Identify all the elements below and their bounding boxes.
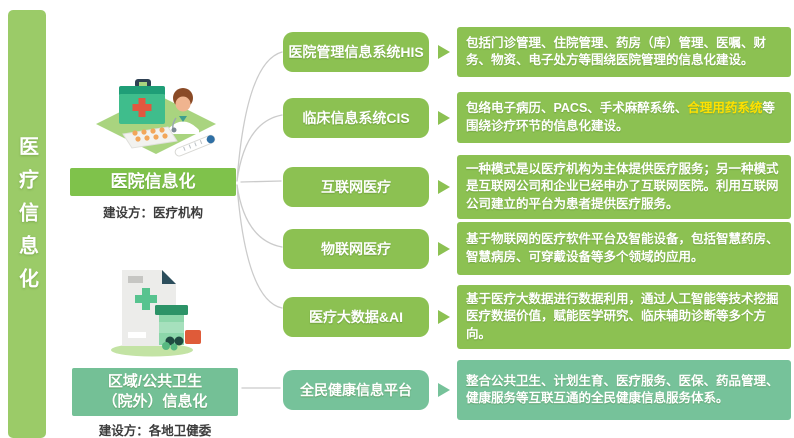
description-text: 包括门诊管理、住院管理、药房（库）管理、医嘱、财务、物资、电子处方等围绕医院管理…: [466, 35, 767, 67]
arrow-right-icon: [438, 45, 450, 59]
category-box: 临床信息系统CIS: [283, 97, 429, 138]
row-cis: 临床信息系统CIS 包络电子病历、PACS、手术麻醉系统、合理用药系统等围绕诊疗…: [283, 92, 791, 143]
row-iot-medical: 物联网医疗 基于物联网的医疗软件平台及智能设备，包括智慧药房、智慧病房、可穿戴设…: [283, 222, 791, 275]
description-box: 包络电子病历、PACS、手术麻醉系统、合理用药系统等围绕诊疗环节的信息化建设。: [457, 92, 791, 143]
node-builder-caption: 建设方：各地卫健委: [98, 424, 212, 438]
description-box: 基于物联网的医疗软件平台及智能设备，包括智慧药房、智慧病房、可穿戴设备等多个领域…: [457, 222, 791, 275]
description-text: 包络电子病历、PACS、手术麻醉系统、合理用药系统等围绕诊疗环节的信息化建设。: [466, 101, 775, 133]
description-box: 基于医疗大数据进行数据利用，通过人工智能等技术挖掘医疗数据价值，赋能医学研究、临…: [457, 285, 791, 349]
row-his: 医院管理信息系统HIS 包括门诊管理、住院管理、药房（库）管理、医嘱、财务、物资…: [283, 27, 791, 77]
arrow-right-icon: [438, 110, 450, 125]
arrow-right-icon: [438, 309, 450, 324]
diagram-title: 医疗信息化: [15, 135, 38, 301]
node-regional-public-health-informatization: 区域/公共卫生 （院外）信息化: [72, 368, 238, 416]
row-national-health-platform: 全民健康信息平台 整合公共卫生、计划生育、医疗服务、医保、药品管理、健康服务等互…: [283, 360, 791, 420]
category-box: 全民健康信息平台: [283, 370, 429, 410]
category-box: 互联网医疗: [283, 166, 429, 207]
arrow-right-icon: [438, 383, 450, 397]
arrow-right-icon: [438, 241, 450, 256]
description-text: 基于医疗大数据进行数据利用，通过人工智能等技术挖掘医疗数据价值，赋能医学研究、临…: [466, 292, 779, 341]
node-label-line1: 区域/公共卫生: [107, 372, 203, 390]
description-text: 基于物联网的医疗软件平台及智能设备，包括智慧药房、智慧病房、可穿戴设备等多个领域…: [466, 232, 779, 264]
highlighted-text: 合理用药系统: [687, 101, 763, 116]
description-box: 包括门诊管理、住院管理、药房（库）管理、医嘱、财务、物资、电子处方等围绕医院管理…: [457, 27, 791, 77]
arrow-right-icon: [438, 179, 450, 194]
row-bigdata-ai: 医疗大数据&AI 基于医疗大数据进行数据利用，通过人工智能等技术挖掘医疗数据价值…: [283, 285, 791, 349]
category-box: 医疗大数据&AI: [283, 296, 429, 337]
medical-document-pill-bottle-illustration-icon: [111, 270, 201, 357]
category-box: 医院管理信息系统HIS: [283, 32, 429, 72]
description-box: 整合公共卫生、计划生育、医疗服务、医保、药品管理、健康服务等互联互通的全民健康信…: [457, 360, 791, 420]
node-hospital-informatization: 医院信息化: [70, 168, 236, 196]
description-text: 整合公共卫生、计划生育、医疗服务、医保、药品管理、健康服务等互联互通的全民健康信…: [466, 373, 779, 405]
description-box: 一种模式是以医疗机构为主体提供医疗服务；另一种模式是互联网公司和企业已经申办了互…: [457, 155, 791, 219]
node-label-line2: （院外）信息化: [102, 393, 208, 410]
first-aid-kit-doctor-illustration-icon: [96, 79, 216, 157]
node-builder-caption: 建设方：医疗机构: [102, 206, 203, 220]
description-text: 一种模式是以医疗机构为主体提供医疗服务；另一种模式是互联网公司和企业已经申办了互…: [466, 162, 779, 211]
vertical-title-bar: 医疗信息化: [8, 10, 46, 438]
category-box: 物联网医疗: [283, 228, 429, 269]
node-label: 医院信息化: [110, 171, 196, 191]
row-internet-medical: 互联网医疗 一种模式是以医疗机构为主体提供医疗服务；另一种模式是互联网公司和企业…: [283, 155, 791, 219]
